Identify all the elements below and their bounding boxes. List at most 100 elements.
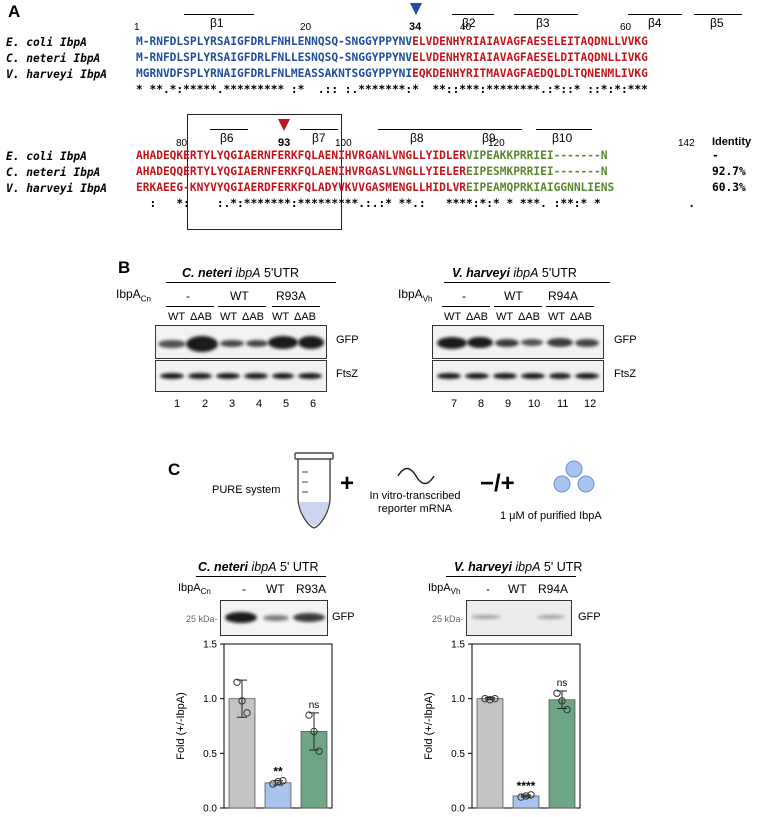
sequence-row: M-RNFDLSPLYRSAIGFDRLFNHLENNQSQ-SNGGYPPYN… xyxy=(136,35,648,48)
sequence-row: AHADEQKERTYLYQGIAERNFERKFQLAENIHVRGANLVN… xyxy=(136,149,608,162)
data-point xyxy=(481,694,489,703)
ibpa-label: 1 μM of purified IbpA xyxy=(500,510,602,522)
position-number: 120 xyxy=(488,138,505,149)
protein-label: IbpACn xyxy=(178,582,211,597)
group-label: R94A xyxy=(538,582,569,596)
strand-label: β10 xyxy=(552,131,573,145)
species-label: E. coli IbpA xyxy=(6,150,87,163)
sequence-row: AHADEQQERTYLYQGIAERNFERKFQLAENIHVRGASLVN… xyxy=(136,165,608,178)
data-point xyxy=(315,747,323,755)
lane-label: ΔAB xyxy=(518,311,541,323)
lane-label: ΔAB xyxy=(466,311,489,323)
data-point xyxy=(243,709,251,717)
minus-plus-sign: −/+ xyxy=(480,470,515,497)
group-label: WT xyxy=(508,582,527,596)
ftsz-label: FtsZ xyxy=(336,368,358,380)
bar xyxy=(512,795,540,809)
marker-label: 25 kDa- xyxy=(186,614,218,624)
strand-label: β2 xyxy=(462,16,476,30)
lane-number: 6 xyxy=(310,398,317,410)
group-label: - xyxy=(462,289,466,303)
protein-label: IbpACn xyxy=(116,287,151,304)
sequence-row: MGRNVDFSPLYRNAIGFDRLFNLMEASSAKNTSGGYPPYN… xyxy=(136,67,648,80)
sequence-row: ERKAEEG-KNYVYQGIAERDFERKFQLADYVKVVGASMEN… xyxy=(136,181,615,194)
strand-label: β6 xyxy=(220,131,234,145)
strand-label: β9 xyxy=(482,131,496,145)
lane-number: 2 xyxy=(202,398,209,410)
mrna-label-2: reporter mRNA xyxy=(378,503,452,515)
gfp-label: GFP xyxy=(614,334,637,346)
bar xyxy=(548,699,576,809)
strand-label: β3 xyxy=(536,16,550,30)
data-point xyxy=(279,776,287,785)
strand-label: β4 xyxy=(648,16,662,30)
gfp-label: GFP xyxy=(332,611,355,623)
blot-title: V. harveyi ibpA 5' UTR xyxy=(454,560,583,574)
red-arrowhead-icon xyxy=(278,119,290,131)
panel-b-letter: B xyxy=(118,258,131,277)
gfp-blot xyxy=(432,325,604,359)
lane-number: 8 xyxy=(478,398,485,410)
marker-label: 25 kDa- xyxy=(432,614,464,624)
lane-label: WT xyxy=(168,311,186,323)
significance-label: ** xyxy=(273,765,283,779)
y-tick-label: 1.0 xyxy=(203,694,217,705)
data-point xyxy=(486,696,494,704)
y-axis-label: Fold (+/-IbpA) xyxy=(175,692,187,760)
panel-a-letter: A xyxy=(8,2,21,21)
lane-label: WT xyxy=(496,311,514,323)
group-label: - xyxy=(486,582,490,596)
mrna-label-1: In vitro-transcribed xyxy=(369,490,461,502)
strand-label: β1 xyxy=(210,16,224,30)
group-label: WT xyxy=(504,289,523,303)
lane-label: WT xyxy=(548,311,566,323)
species-label: C. neteri IbpA xyxy=(6,166,101,179)
consensus-row: * **.*:*****.********* :* .:: :.*******:… xyxy=(136,83,648,96)
y-tick-label: 1.5 xyxy=(203,640,217,651)
mrna-squiggle-icon xyxy=(397,467,435,485)
panel-c-letter: C xyxy=(168,460,181,479)
y-tick-label: 0.5 xyxy=(203,749,217,760)
group-label: - xyxy=(242,582,246,596)
position-number: 20 xyxy=(300,22,312,33)
lane-number: 10 xyxy=(528,398,541,410)
identity-value: 60.3% xyxy=(712,181,746,194)
y-axis-label: Fold (+/-IbpA) xyxy=(423,692,435,760)
lane-number: 9 xyxy=(505,398,512,410)
group-label: R93A xyxy=(296,582,327,596)
data-point xyxy=(527,791,535,799)
group-label: R94A xyxy=(548,289,579,303)
pure-system-label: PURE system xyxy=(212,484,281,496)
lane-label: ΔAB xyxy=(570,311,593,323)
position-number: 93 xyxy=(278,137,291,149)
identity-value: 92.7% xyxy=(712,165,746,178)
blot-title: C. neteri ibpA 5'UTR xyxy=(182,266,300,280)
strand-label: β7 xyxy=(312,131,326,145)
group-label: - xyxy=(186,289,190,303)
y-tick-label: 1.0 xyxy=(451,694,465,705)
lane-number: 5 xyxy=(283,398,290,410)
strand-label: β8 xyxy=(410,131,424,145)
tube-icon xyxy=(294,452,334,529)
blot-title: V. harveyi ibpA 5'UTR xyxy=(452,266,577,280)
species-label: C. neteri IbpA xyxy=(6,52,101,65)
y-tick-label: 0.0 xyxy=(203,804,217,815)
plus-sign: + xyxy=(340,470,355,497)
lane-number: 1 xyxy=(174,398,181,410)
gfp-label: GFP xyxy=(336,334,359,346)
lane-label: WT xyxy=(220,311,238,323)
data-point xyxy=(269,780,277,788)
position-number: 80 xyxy=(176,138,188,149)
position-number: 142 xyxy=(678,138,695,149)
ftsz-blot xyxy=(432,360,604,392)
ftsz-blot xyxy=(155,360,327,392)
group-label: WT xyxy=(266,582,285,596)
bar xyxy=(264,782,292,809)
y-tick-label: 1.5 xyxy=(451,640,465,651)
position-number: 1 xyxy=(134,22,140,33)
data-point xyxy=(563,705,571,714)
data-point xyxy=(553,689,561,697)
position-number: 100 xyxy=(335,138,352,149)
